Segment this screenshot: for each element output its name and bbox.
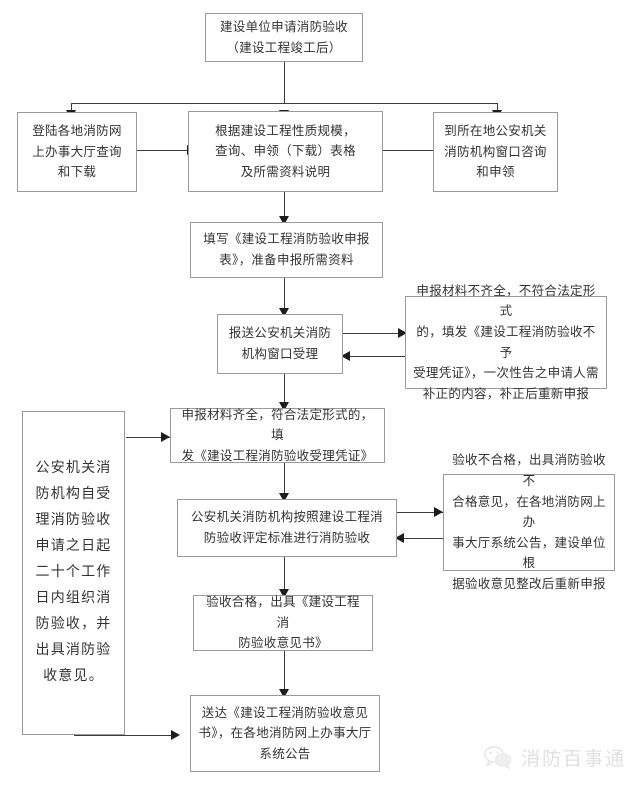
connector-n8-n9 [284, 463, 285, 499]
node-deliver-opinion[interactable]: 送达《建设工程消防验收意见 书》，在各地消防网上办事大厅 系统公告 [190, 695, 380, 772]
connector-n11-n12 [284, 651, 285, 695]
node-query-forms[interactable]: 根据建设工程性质规模， 查询、申领（下载）表格 及所需资料说明 [188, 111, 383, 192]
arrow-n9-to-n11 [279, 589, 289, 598]
node-label: 申报材料不齐全，不符合法定形式 的，填发《建设工程消防验收不予 受理凭证》，一次… [413, 282, 599, 401]
arrow-n9-to-n10 [434, 507, 443, 517]
connector-n7-n6 [350, 356, 405, 357]
connector-n9-n10 [397, 512, 443, 513]
connector-n13-n8 [126, 437, 170, 438]
arrow-n13-to-n8 [161, 432, 170, 442]
node-online-download[interactable]: 登陆各地消防网 上办事大厅查询 和下载 [17, 112, 137, 192]
arrow-n3-to-n5 [279, 216, 289, 225]
node-label: 填写《建设工程消防验收申报 表》，准备申报所需资料 [203, 231, 370, 267]
connector-n10-n9 [404, 538, 450, 539]
arrow-n6-to-n8 [279, 402, 289, 411]
connector-n6-n7 [343, 333, 398, 334]
node-acceptance-passed[interactable]: 验收合格，出具《建设工程消 防验收意见书》 [193, 594, 373, 651]
watermark-text: 消防百事通 [520, 748, 626, 770]
node-incomplete-materials[interactable]: 申报材料不齐全，不符合法定形式 的，填发《建设工程消防验收不予 受理凭证》，一次… [405, 283, 607, 401]
node-label: 验收合格，出具《建设工程消 防验收意见书》 [206, 594, 360, 651]
node-label: 申报材料齐全，符合法定形式的，填 发《建设工程消防验收受理凭证》 [181, 406, 374, 463]
connector-n6-n8 [284, 374, 285, 408]
node-submit-window[interactable]: 报送公安机关消防 机构窗口受理 [217, 314, 343, 374]
connector-n9-n11 [284, 557, 285, 595]
connector-bus-left [71, 103, 72, 113]
node-complete-materials[interactable]: 申报材料齐全，符合法定形式的，填 发《建设工程消防验收受理凭证》 [170, 407, 385, 463]
arrow-n10-to-n9 [395, 533, 404, 543]
connector-n2-n3 [137, 150, 187, 151]
node-police-window-inquiry[interactable]: 到所在地公安机关 消防机构窗口咨询 和申领 [433, 112, 558, 192]
node-label: 登陆各地消防网 上办事大厅查询 和下载 [32, 123, 122, 180]
node-label: 公安机关消防机构自受理消防验收申请之日起二十个工作日内组织消防验收，并出具消防验… [35, 460, 112, 684]
node-label: 送达《建设工程消防验收意见 书》，在各地消防网上办事大厅 系统公告 [198, 704, 372, 761]
node-label: 建设单位申请消防验收 （建设工程竣工后） [219, 18, 348, 55]
node-label: 报送公安机关消防 机构窗口受理 [228, 325, 332, 361]
node-conduct-acceptance[interactable]: 公安机关消防机构按照建设工程消 防验收评定标准进行消防验收 [177, 499, 397, 557]
connector-bus-right [497, 103, 498, 113]
connector-n3-n5 [284, 192, 285, 222]
node-label: 公安机关消防机构按照建设工程消 防验收评定标准进行消防验收 [190, 509, 383, 545]
node-fill-application[interactable]: 填写《建设工程消防验收申报 表》，准备申报所需资料 [190, 222, 383, 278]
node-label: 验收不合格，出具消防验收不 合格意见，在各地消防网上办 事大厅系统公告，建设单位… [452, 452, 606, 592]
wechat-icon [484, 746, 511, 769]
node-twenty-working-days-note[interactable]: 公安机关消防机构自受理消防验收申请之日起二十个工作日内组织消防验收，并出具消防验… [22, 411, 125, 735]
arrow-n13-to-n12 [171, 730, 180, 740]
node-label: 根据建设工程性质规模， 查询、申领（下载）表格 及所需资料说明 [215, 122, 356, 179]
node-acceptance-failed[interactable]: 验收不合格，出具消防验收不 合格意见，在各地消防网上办 事大厅系统公告，建设单位… [443, 452, 615, 591]
connector-split-bus [71, 103, 497, 104]
arrow-n8-to-n9 [279, 493, 289, 502]
arrow-n5-to-n6 [279, 308, 289, 317]
node-label: 到所在地公安机关 消防机构窗口咨询 和申领 [444, 123, 547, 180]
watermark: 消防百事通 [483, 744, 626, 771]
arrow-n7-to-n6 [341, 351, 350, 361]
arrow-n11-to-n12 [279, 689, 289, 698]
node-apply-acceptance[interactable]: 建设单位申请消防验收 （建设工程竣工后） [205, 13, 363, 62]
connector-n5-n6 [284, 278, 285, 314]
connector-n13-n12 [74, 735, 177, 736]
arrow-n6-to-n7 [398, 328, 407, 338]
connector-n4-n3 [383, 150, 433, 151]
connector-n1-down [284, 62, 285, 104]
